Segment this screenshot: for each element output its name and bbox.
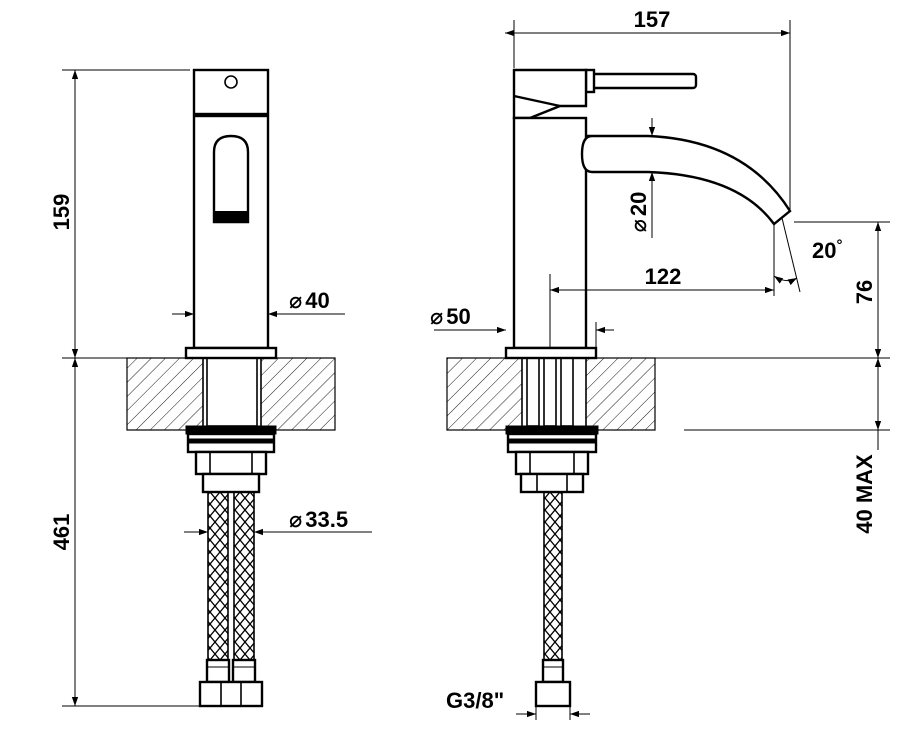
dim-front-hose-length: 461 — [49, 514, 74, 551]
front-hose-left — [207, 491, 229, 661]
front-body — [192, 114, 270, 350]
dim-front-height: 159 — [49, 194, 74, 231]
front-handle — [192, 68, 270, 116]
front-fixing-plate — [185, 425, 277, 435]
side-view: 157 ⌀20 20° 122 ⌀50 76 40 MAX — [430, 7, 890, 720]
dim-side-spout-height: 76 — [852, 280, 877, 304]
dim-side-thread: G3/8" — [446, 688, 504, 713]
side-fixing-plate — [505, 425, 599, 435]
dim-front-hose-diameter: ⌀33.5 — [289, 507, 348, 532]
front-spout-opening — [212, 134, 250, 224]
front-view: 159 461 ⌀40 ⌀33.5 — [49, 68, 372, 708]
dim-side-spout-diameter: ⌀20 — [626, 192, 651, 233]
front-hose-right — [233, 491, 255, 661]
dim-front-body-diameter: ⌀40 — [289, 288, 330, 313]
dim-side-overall-length: 157 — [634, 7, 671, 32]
side-hose — [543, 491, 563, 661]
side-lever — [586, 72, 698, 90]
dim-side-base-diameter: ⌀50 — [430, 304, 471, 329]
side-spout — [580, 134, 792, 226]
dim-side-spout-angle: 20° — [812, 237, 842, 263]
dim-side-reach: 122 — [645, 264, 682, 289]
dim-side-max-thickness: 40 MAX — [852, 454, 877, 534]
